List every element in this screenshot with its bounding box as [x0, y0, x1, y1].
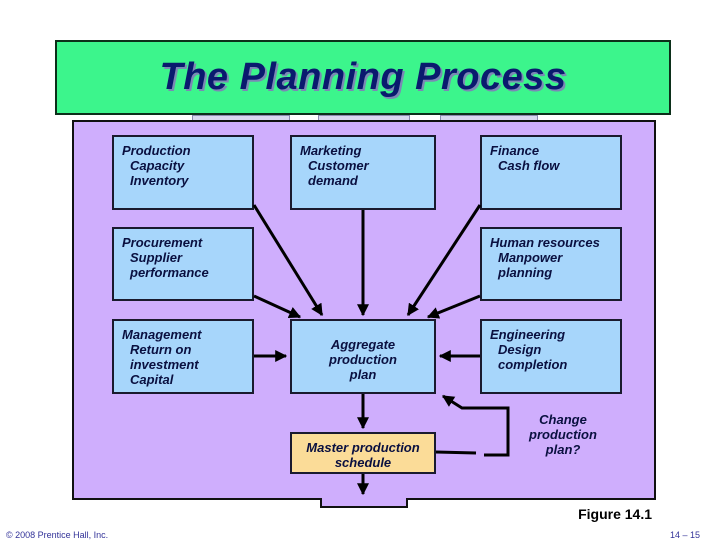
panel-tab-left — [192, 115, 290, 122]
arrow-master-to-change — [435, 450, 477, 455]
figure-label: Figure 14.1 — [578, 506, 652, 522]
arrow-change-feedback — [441, 394, 510, 457]
production-detail: Capacity Inventory — [130, 158, 189, 188]
human-resources-detail: Manpower planning — [498, 250, 563, 280]
human-resources-title: Human resources — [490, 235, 600, 250]
engineering-detail: Design completion — [498, 342, 568, 372]
human-resources-box: Human resources Manpower planning — [480, 227, 622, 301]
master-schedule-label: Master production schedule — [306, 440, 420, 470]
marketing-title: Marketing — [300, 143, 362, 158]
aggregate-plan-box: Aggregate production plan — [290, 319, 436, 394]
management-detail: Return on investment Capital — [130, 342, 199, 387]
engineering-title: Engineering — [490, 327, 566, 342]
arrow-production-to-aggregate — [252, 204, 324, 317]
copyright: © 2008 Prentice Hall, Inc. — [6, 530, 109, 540]
production-title: Production — [122, 143, 191, 158]
panel-tab-right — [440, 115, 538, 122]
finance-title: Finance — [490, 143, 540, 158]
aggregate-plan-label: Aggregate production plan — [329, 337, 397, 382]
panel-bottom-tab — [320, 498, 408, 508]
procurement-detail: Supplier performance — [130, 250, 209, 280]
panel-tab-middle — [318, 115, 410, 122]
finance-box: Finance Cash flow — [480, 135, 622, 210]
production-box: Production Capacity Inventory — [112, 135, 254, 210]
page-title: The Planning Process — [159, 56, 567, 98]
arrow-finance-to-aggregate — [406, 204, 482, 317]
engineering-box: Engineering Design completion — [480, 319, 622, 394]
procurement-title: Procurement — [122, 235, 203, 250]
master-schedule-box: Master production schedule — [290, 432, 436, 474]
page-number: 14 – 15 — [669, 530, 700, 540]
marketing-detail: Customer demand — [308, 158, 369, 188]
management-box: Management Return on investment Capital — [112, 319, 254, 394]
title-banner: The Planning Process — [55, 40, 671, 115]
arrow-hr-to-aggregate — [426, 294, 481, 319]
finance-detail: Cash flow — [498, 158, 560, 173]
change-plan-label: Change production plan? — [529, 412, 597, 457]
arrow-procurement-to-aggregate — [253, 294, 302, 319]
management-title: Management — [122, 327, 202, 342]
procurement-box: Procurement Supplier performance — [112, 227, 254, 301]
marketing-box: Marketing Customer demand — [290, 135, 436, 210]
